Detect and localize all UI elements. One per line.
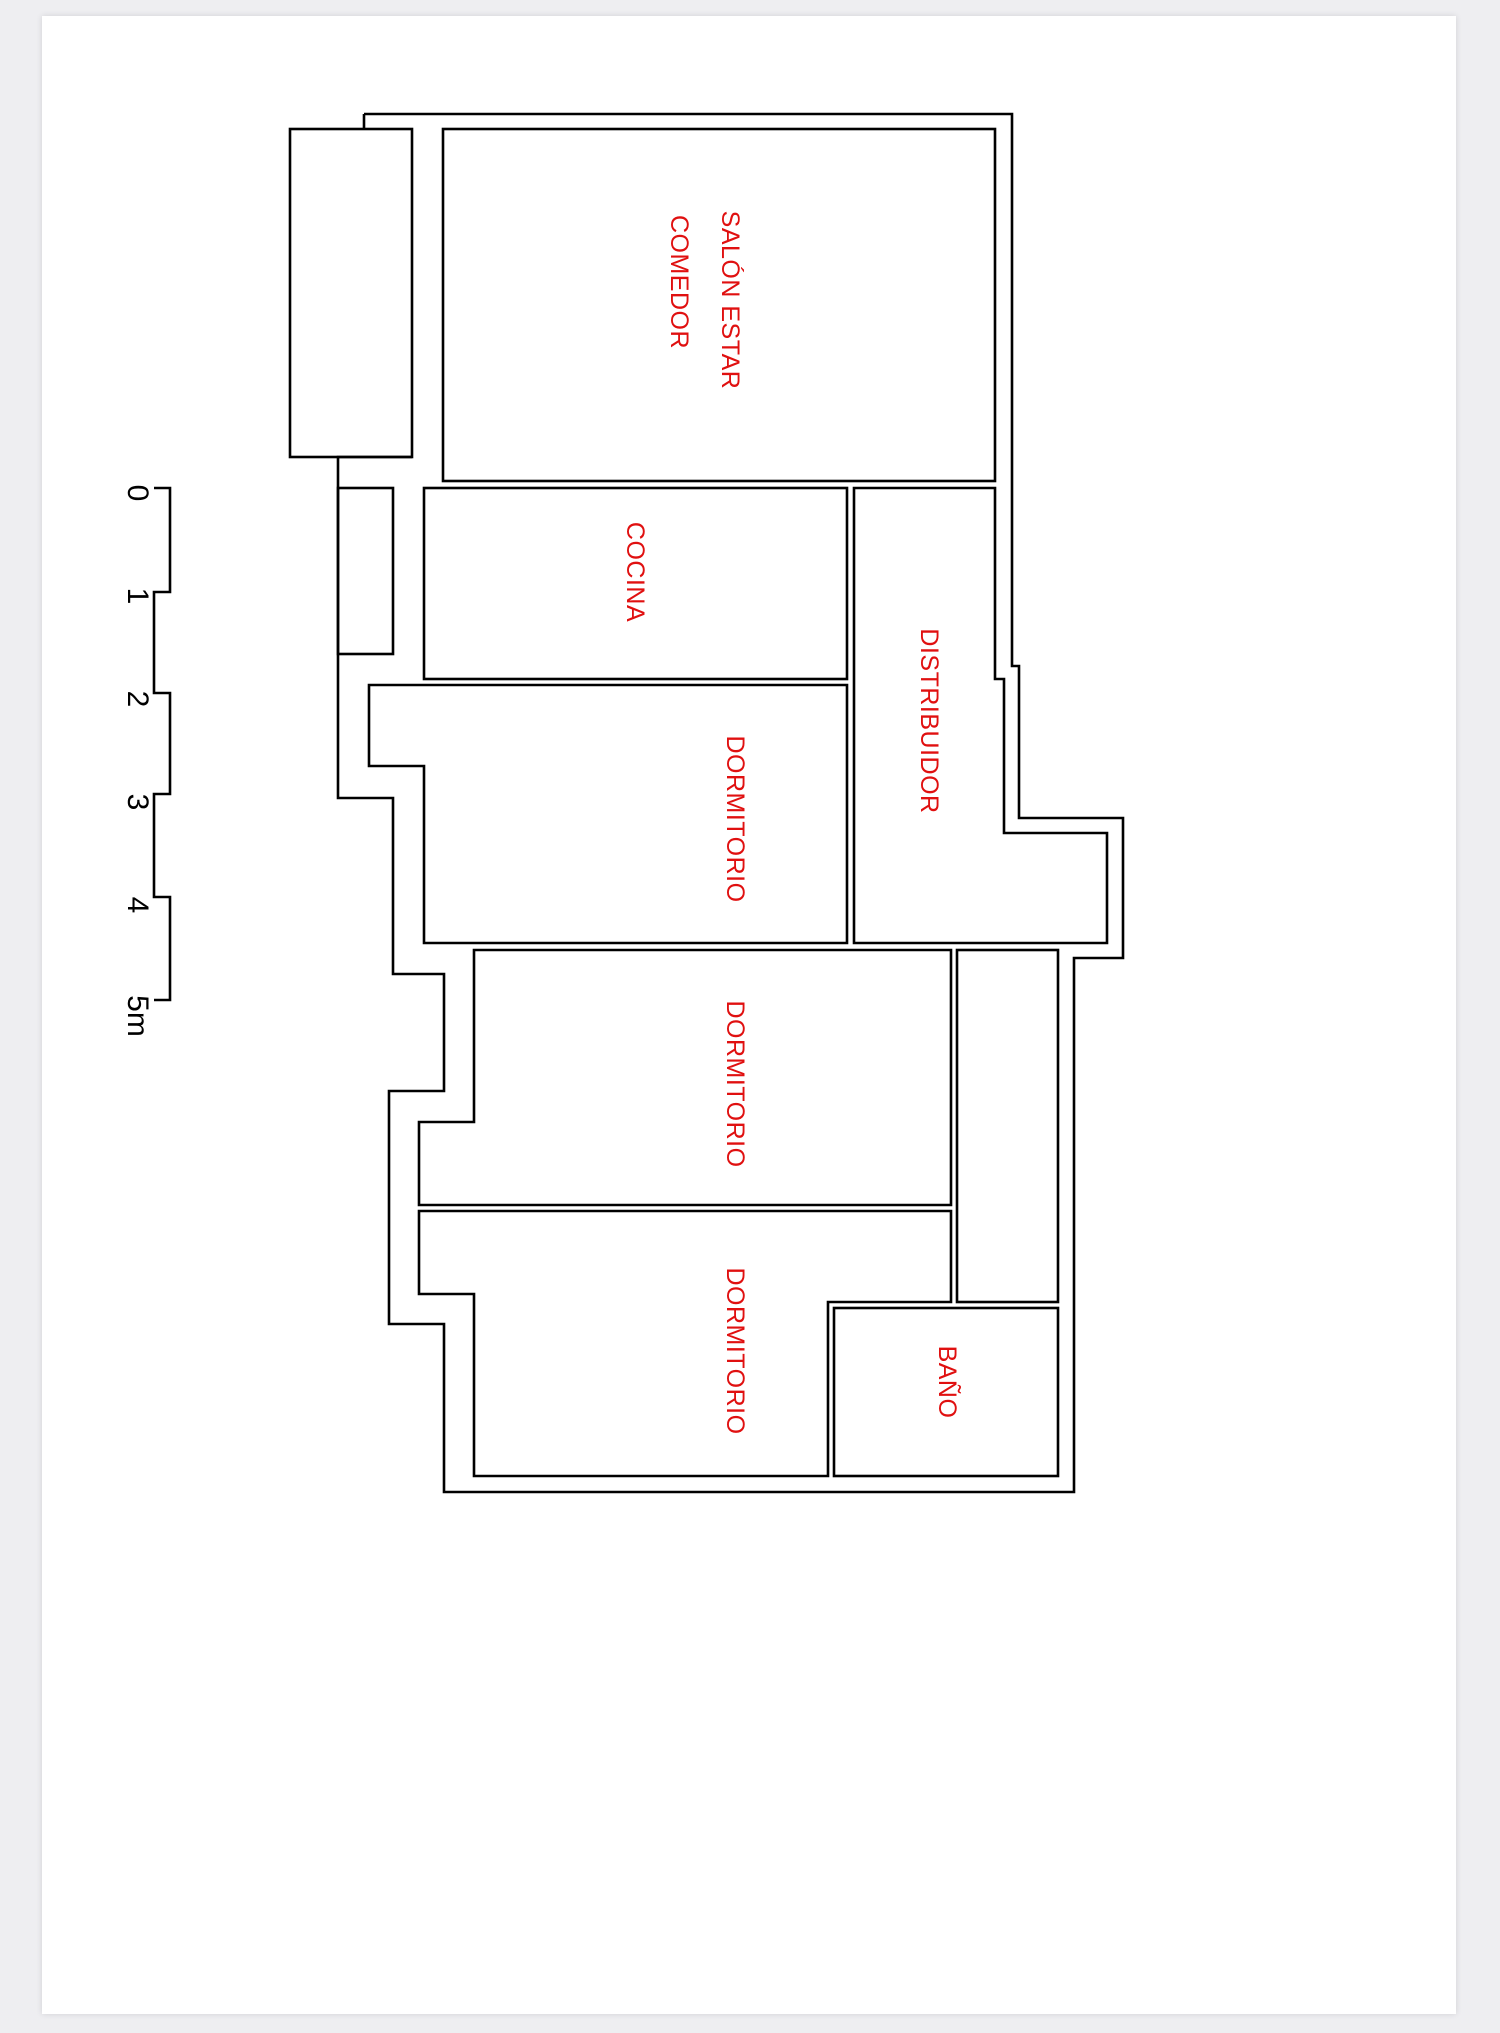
label-distribuidor: DISTRIBUIDOR: [915, 628, 943, 813]
room-cocina: [422, 486, 849, 681]
label-dormitorio-3: DORMITORIO: [721, 1267, 749, 1434]
scale-tick-1: 1: [121, 588, 154, 605]
room-bano: [832, 1306, 1060, 1478]
scale-tick-2: 2: [121, 691, 154, 708]
room-dormitorio-3: [417, 1209, 953, 1478]
room-dormitorio-2: [417, 948, 953, 1207]
scale-bar: 0 1 2 3 4 5m: [121, 485, 172, 1037]
room-dormitorio-1: [367, 683, 849, 945]
scale-bar-line: [152, 486, 172, 1002]
label-dormitorio-2: DORMITORIO: [721, 1000, 749, 1167]
scale-tick-5m: 5m: [121, 995, 154, 1037]
label-bano: BAÑO: [933, 1346, 962, 1419]
outer-wall: [336, 112, 1125, 1494]
floor-plan-sheet: SALÓN ESTAR COMEDOR COCINA DISTRIBUIDOR …: [42, 16, 1456, 2014]
room-salon-comedor: [441, 127, 997, 483]
room-distribuidor: [852, 486, 1109, 945]
scale-tick-3: 3: [121, 794, 154, 811]
label-salon-line2: COMEDOR: [665, 215, 693, 349]
storage-closet: [336, 486, 395, 656]
label-salon: SALÓN ESTAR COMEDOR: [665, 211, 745, 390]
floor-plan-drawing: SALÓN ESTAR COMEDOR COCINA DISTRIBUIDOR …: [121, 112, 1125, 1494]
label-cocina: COCINA: [621, 522, 649, 622]
scale-tick-4: 4: [121, 897, 154, 914]
label-dormitorio-1: DORMITORIO: [721, 735, 749, 902]
hall-closet: [955, 948, 1060, 1304]
scale-tick-0: 0: [121, 485, 154, 502]
terrace: [288, 127, 414, 459]
label-salon-line1: SALÓN ESTAR: [716, 211, 745, 390]
